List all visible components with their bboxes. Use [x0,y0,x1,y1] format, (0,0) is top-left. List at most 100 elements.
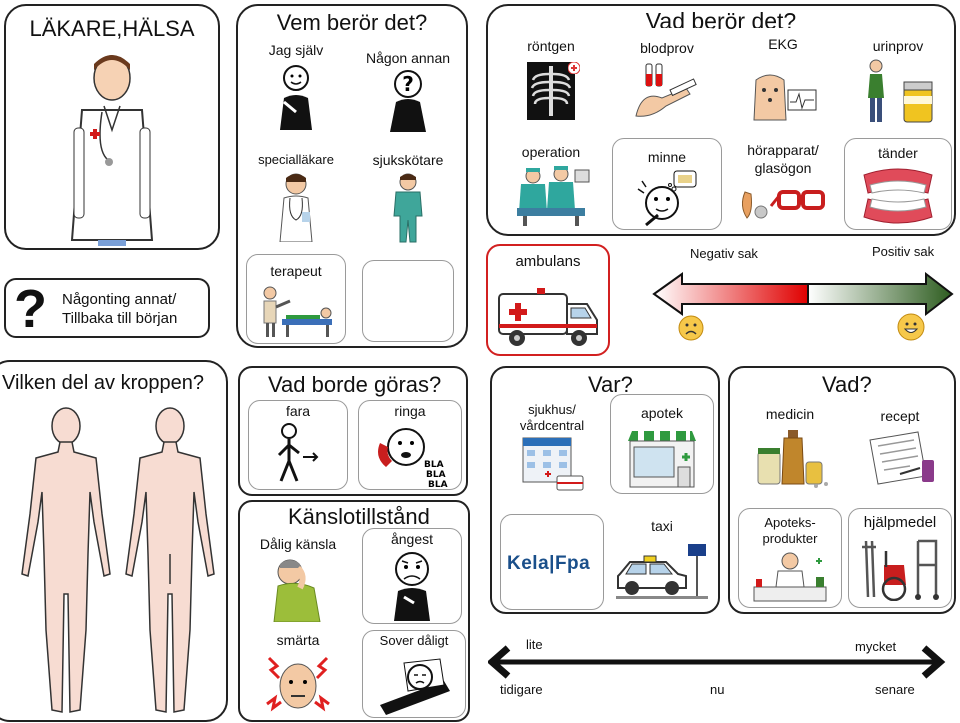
anxiety-label: ångest [390,531,434,547]
bad-feeling-label: Dålig känsla [259,536,337,552]
whatitem-title: Vad? [822,372,872,397]
body-front-icon[interactable] [16,404,116,720]
timeline-earlier-label: tidigare [500,682,543,697]
pharmacy-products-cell[interactable]: Apoteks- produkter [738,508,842,608]
scale-positive-label: Positiv sak [872,244,935,259]
urine-label: urinprov [872,38,924,54]
kela-logo: Kela|Fpa [507,553,591,574]
ekg-cell[interactable]: EKG [728,28,838,128]
timeline-now-label: nu [710,682,725,697]
prescription-cell[interactable]: recept [848,396,952,494]
go-label: fara [285,403,311,419]
memory-cell[interactable]: minne [612,138,722,230]
body-back-icon[interactable] [120,404,220,720]
who-therapist-cell[interactable]: terapeut [246,254,346,344]
who-nurse-cell[interactable]: sjukskötare [354,144,462,244]
body-group: Vilken del av kroppen? [0,360,228,722]
hearing-label-line2: glasögon [754,160,812,176]
aids-cell[interactable]: hjälpmedel [848,508,952,608]
pain-face-icon [266,656,330,712]
who-specialist-cell[interactable]: specialläkare [246,144,346,244]
pharmacist-icon [753,552,827,602]
pain-cell[interactable]: smärta [248,630,348,720]
timeline-arrow[interactable] [488,644,946,680]
where-group: Var? sjukhus/ vårdcentral apotek Kela|Fp… [490,366,720,614]
products-label-line1: Apoteks- [764,515,816,530]
myself-label: Jag själv [268,42,324,58]
sleep-label: Sover dåligt [379,633,449,648]
products-label-line2: produkter [762,531,818,546]
doctor-icon [70,55,154,246]
who-myself-cell[interactable]: Jag själv [246,36,346,134]
prescription-label: recept [880,408,920,424]
whatitem-group: Vad? medicin recept Apoteks- produkter [728,366,956,614]
xray-label: röntgen [527,38,575,54]
doctor-card[interactable]: LÄKARE,HÄLSA [4,4,220,250]
svg-text:BLA: BLA [424,460,444,470]
hospital-label-line1: sjukhus/ [528,402,576,417]
scale-negative-label: Negativ sak [690,246,758,261]
go-cell[interactable]: fara [248,400,348,490]
teeth-cell[interactable]: tänder [844,138,952,230]
syringe-icon [635,63,697,117]
ambulance-card[interactable]: ambulans [486,244,610,356]
happy-face-icon[interactable] [896,312,926,342]
operation-cell[interactable]: operation [496,138,606,230]
anxious-face-icon [394,552,430,621]
bloodtest-label: blodprov [640,40,694,56]
medicine-label: medicin [765,406,815,422]
xray-icon [527,62,575,120]
phone-call-icon: BLA BLA BLA [378,428,448,487]
kela-cell[interactable]: Kela|Fpa [500,514,604,610]
teeth-icon [863,168,933,224]
hospital-cell[interactable]: sjukhus/ vårdcentral [500,394,604,494]
operation-label: operation [521,144,581,160]
medicine-cell[interactable]: medicin [738,396,842,494]
urine-cell[interactable]: urinprov [844,28,952,128]
call-cell[interactable]: ringa BLA BLA BLA [358,400,462,490]
feelings-title: Känslotillstånd [288,504,430,529]
who-title: Vem berör det? [276,10,428,35]
unknown-person-icon: ? [390,70,426,132]
other-line1: Någonting annat/ [62,291,177,308]
who-someone-cell[interactable]: Någon annan ? [354,36,462,134]
someone-label: Någon annan [365,50,451,66]
anxiety-cell[interactable]: ångest [362,528,462,624]
other-back-card[interactable]: ? Någonting annat/ Tillbaka till början [4,278,210,338]
valence-scale-arrow[interactable] [652,272,954,316]
timeline-much-label: mycket [855,639,897,654]
hearing-glasses-cell[interactable]: hörapparat/ glasögon [728,138,838,230]
feelings-group: Känslotillstånd Dålig känsla ångest smär… [238,500,470,722]
specialist-icon [279,173,313,242]
aids-label: hjälpmedel [863,514,937,531]
who-empty-cell[interactable] [362,260,454,342]
hospital-icon [522,437,584,491]
sad-face-icon[interactable] [677,314,705,342]
pharmacy-cell[interactable]: apotek [610,394,714,494]
pharmacy-label: apotek [640,405,684,421]
walking-person-icon [277,423,319,482]
taxi-cell[interactable]: taxi [610,514,714,610]
therapist-icon [263,286,332,337]
urine-sample-icon [868,59,933,123]
svg-text:?: ? [402,72,414,96]
ambulance-icon [498,288,598,346]
memory-label: minne [647,149,687,165]
xray-cell[interactable]: röntgen [496,28,606,128]
unwell-person-icon [273,559,321,622]
hospital-label-line2: vårdcentral [519,418,585,433]
timeline-later-label: senare [875,682,915,697]
bloodtest-cell[interactable]: blodprov [612,28,722,128]
nurse-icon [393,173,423,243]
memory-icon [637,170,697,227]
medical-cross-icon [568,62,580,74]
bad-feeling-cell[interactable]: Dålig känsla [248,528,348,624]
sleep-cell[interactable]: Sover dåligt [362,630,466,718]
ekg-label: EKG [768,36,798,52]
nurse-label: sjukskötare [372,152,444,168]
question-mark-icon: ? [14,279,47,339]
svg-text:BLA: BLA [426,470,446,480]
ekg-icon [753,74,817,121]
sleepless-icon [380,658,450,715]
todo-group: Vad borde göras? fara ringa BLA BLA BLA [238,366,468,496]
